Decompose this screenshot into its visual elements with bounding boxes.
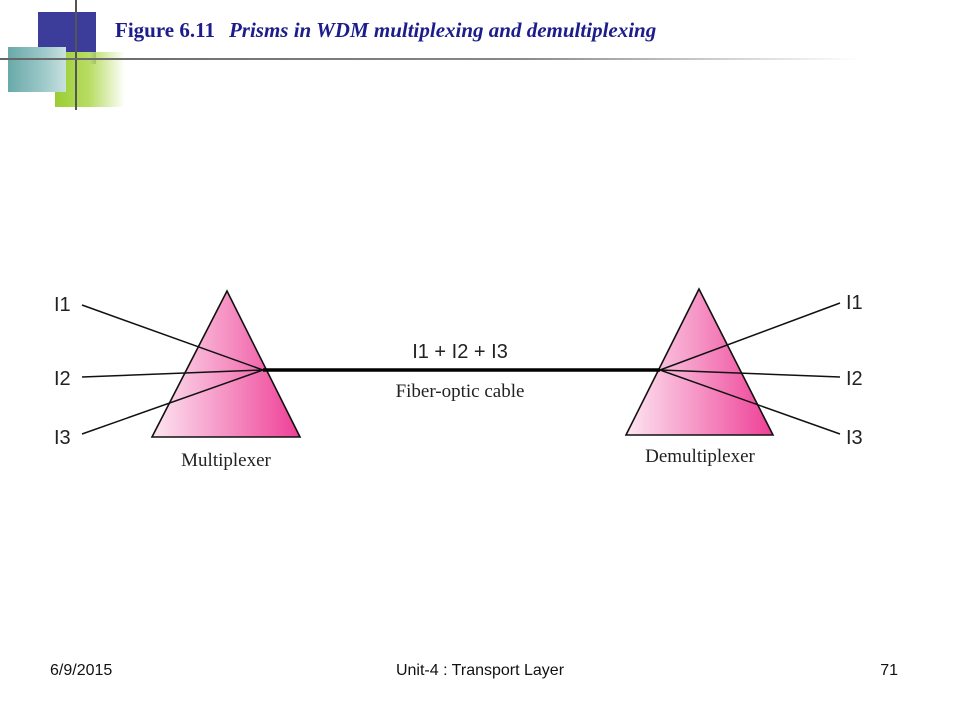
decor-green-square <box>55 52 125 107</box>
multiplexer-prism <box>150 289 302 438</box>
page-number: 71 <box>880 662 898 679</box>
cable-label: Fiber-optic cable <box>396 381 525 402</box>
corner-decoration <box>0 0 130 110</box>
output-beam-2 <box>659 369 841 378</box>
right-output-label-1: I1 <box>846 292 863 314</box>
left-input-label-2: I2 <box>54 368 71 390</box>
left-input-label-1: I1 <box>54 294 71 316</box>
figure-number: Figure 6.11 <box>115 18 215 42</box>
left-input-label-3: I3 <box>54 427 71 449</box>
output-beam-1 <box>659 302 841 371</box>
output-beam-3 <box>659 369 841 435</box>
multiplexer-label: Multiplexer <box>181 450 271 471</box>
combined-signal-label: I1 + I2 + I3 <box>412 341 508 363</box>
figure-caption: Prisms in WDM multiplexing and demultipl… <box>228 18 657 42</box>
demultiplexer-label: Demultiplexer <box>645 446 755 467</box>
right-output-label-3: I3 <box>846 427 863 449</box>
input-beam-1 <box>81 304 264 371</box>
title-underline <box>0 58 860 60</box>
footer-title: Unit-4 : Transport Layer <box>395 662 565 679</box>
footer-date: 6/9/2015 <box>50 662 113 679</box>
right-output-label-2: I2 <box>846 368 863 390</box>
input-beam-3 <box>81 369 264 435</box>
input-beam-2 <box>81 369 264 378</box>
demultiplexer-prism <box>624 287 775 436</box>
decor-teal-square <box>8 47 66 92</box>
slide-title: Figure 6.11 Prisms in WDM multiplexing an… <box>115 18 656 43</box>
decor-vertical-line <box>75 0 77 110</box>
